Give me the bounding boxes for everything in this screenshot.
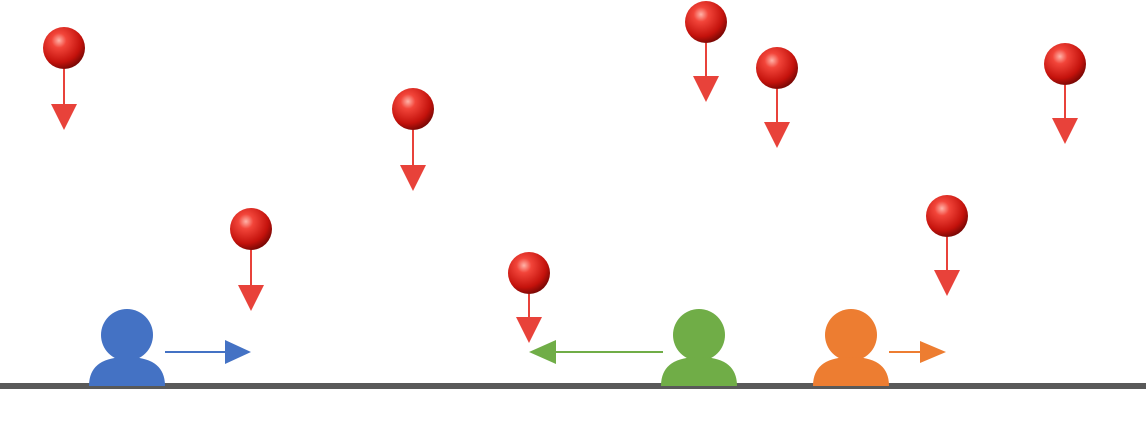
orange-person <box>813 309 889 386</box>
sphere-icon <box>926 195 968 237</box>
sphere-icon <box>685 1 727 43</box>
person-icon-head <box>825 309 877 361</box>
down-arrow-icon <box>764 122 790 148</box>
sphere-icon <box>392 88 434 130</box>
ball-group <box>508 252 550 343</box>
person-icon-body <box>661 357 737 386</box>
right-arrow-icon <box>225 340 251 364</box>
right-arrow-icon <box>920 341 946 363</box>
person-icon-body <box>813 357 889 386</box>
person-icon-body <box>89 357 165 386</box>
ball-group <box>392 88 434 191</box>
sphere-icon <box>43 27 85 69</box>
ball-group <box>685 1 727 102</box>
down-arrow-icon <box>1052 118 1078 144</box>
orange-right-arrow <box>889 341 946 363</box>
ball-group <box>1044 43 1086 144</box>
blue-person <box>89 309 165 386</box>
down-arrow-icon <box>693 76 719 102</box>
down-arrow-icon <box>51 104 77 130</box>
person-icon-head <box>673 309 725 361</box>
green-left-arrow <box>529 340 663 364</box>
sphere-icon <box>1044 43 1086 85</box>
ball-group <box>926 195 968 296</box>
green-person <box>661 309 737 386</box>
falling-balls <box>43 1 1086 343</box>
person-icon-head <box>101 309 153 361</box>
ball-group <box>43 27 85 130</box>
sphere-icon <box>230 208 272 250</box>
down-arrow-icon <box>238 285 264 311</box>
ball-group <box>230 208 272 311</box>
down-arrow-icon <box>516 317 542 343</box>
down-arrow-icon <box>400 165 426 191</box>
people <box>89 309 946 386</box>
ball-group <box>756 47 798 148</box>
left-arrow-icon <box>529 340 556 364</box>
sphere-icon <box>756 47 798 89</box>
sphere-icon <box>508 252 550 294</box>
down-arrow-icon <box>934 270 960 296</box>
blue-right-arrow <box>165 340 251 364</box>
